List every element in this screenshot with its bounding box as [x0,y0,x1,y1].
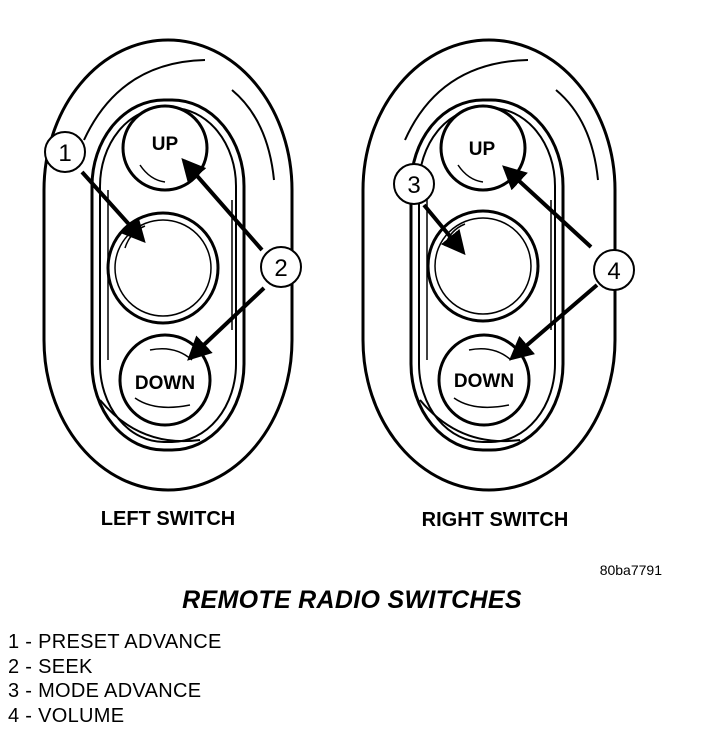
legend: 1 - PRESET ADVANCE 2 - SEEK 3 - MODE ADV… [8,630,222,728]
legend-item: 4 - VOLUME [8,704,125,727]
callout-3: 3 [393,163,435,205]
legend-item: 3 - MODE ADVANCE [8,680,202,702]
left-up-label: UP [152,134,179,155]
right-down-button[interactable]: DOWN [437,333,531,427]
legend-item: 1 - PRESET ADVANCE [8,631,222,653]
right-up-label: UP [469,139,496,160]
left-preset-advance-button[interactable] [106,211,220,325]
svg-text:3: 3 [407,172,420,199]
right-switch-label: RIGHT SWITCH [422,509,569,531]
svg-text:2: 2 [274,255,287,282]
left-switch-label: LEFT SWITCH [101,508,235,530]
right-callout-arrows [422,165,599,361]
callout-4: 4 [593,249,635,291]
svg-text:4: 4 [607,258,620,285]
right-switch: UP DOWN 3 4 RIGHT SWITCH [361,38,635,531]
left-down-label: DOWN [135,373,195,394]
left-callout-arrows [80,157,266,361]
left-up-button[interactable]: UP [121,104,209,192]
figure-id: 80ba7791 [600,562,663,578]
callout-1: 1 [44,131,86,173]
callout-2: 2 [260,246,302,288]
svg-text:1: 1 [58,140,71,167]
right-switch-housing [361,38,617,492]
left-switch: UP DOWN 1 2 LEFT SWITCH [42,38,302,530]
legend-item: 2 - SEEK [8,655,93,678]
figure-title: REMOTE RADIO SWITCHES [182,586,522,614]
right-down-label: DOWN [454,371,514,392]
left-down-button[interactable]: DOWN [118,333,212,427]
